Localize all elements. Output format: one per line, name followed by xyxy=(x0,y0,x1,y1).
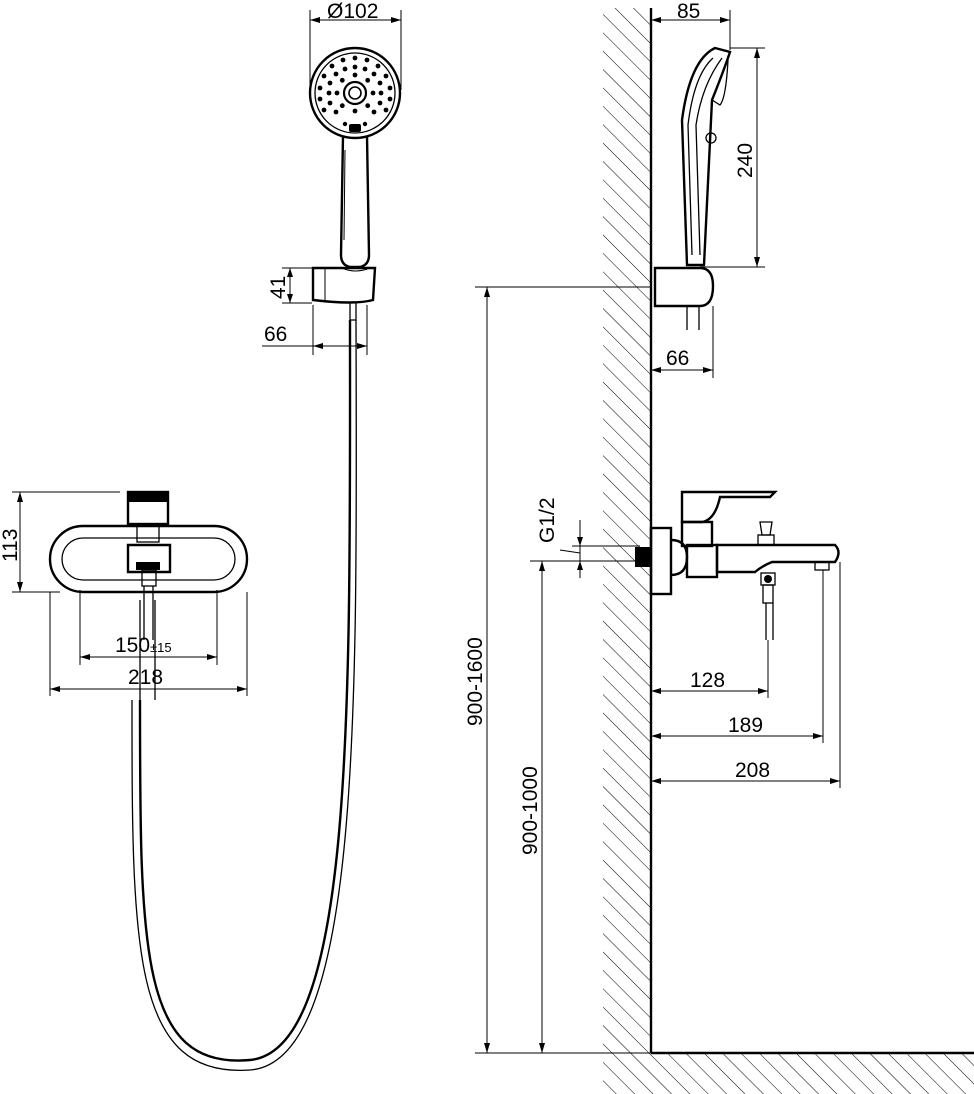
handshower-side xyxy=(653,46,732,330)
dim-inlet-thread: G1/2 xyxy=(536,497,559,543)
dim-mixer-height: 113 xyxy=(0,529,22,562)
dim-mixer-width: 218 xyxy=(128,666,163,689)
mixer-side xyxy=(635,490,840,640)
dim-wall-to-head: 85 xyxy=(677,0,700,23)
dim-outlet-128: 128 xyxy=(690,669,725,692)
dim-mixer-height-range: 900-1000 xyxy=(519,766,542,855)
dim-center-tolerance: ±15 xyxy=(150,640,172,655)
dim-handshower-length: 240 xyxy=(734,143,757,178)
shower-hose xyxy=(131,303,357,1071)
dim-holder-height: 41 xyxy=(267,276,290,299)
dim-outlet-189: 189 xyxy=(728,714,763,737)
nozzle-dots xyxy=(317,55,393,132)
dim-holder-height-range: 900-1600 xyxy=(464,637,487,726)
dim-holder-depth-side: 66 xyxy=(666,347,689,370)
dim-center-value: 150 xyxy=(115,634,150,657)
wall-hatch xyxy=(475,8,974,1094)
dimension-lines xyxy=(12,10,841,1053)
dim-holder-depth-front: 66 xyxy=(264,323,287,346)
dimension-labels: Ø102 41 66 113 150±15 218 85 240 66 G1/2… xyxy=(0,0,770,855)
mixer-front xyxy=(48,490,249,665)
shower-head-front xyxy=(308,46,402,304)
dim-center-distance: 150±15 xyxy=(115,634,172,657)
dim-head-diameter: Ø102 xyxy=(327,0,378,23)
dim-spout-208: 208 xyxy=(735,759,770,782)
